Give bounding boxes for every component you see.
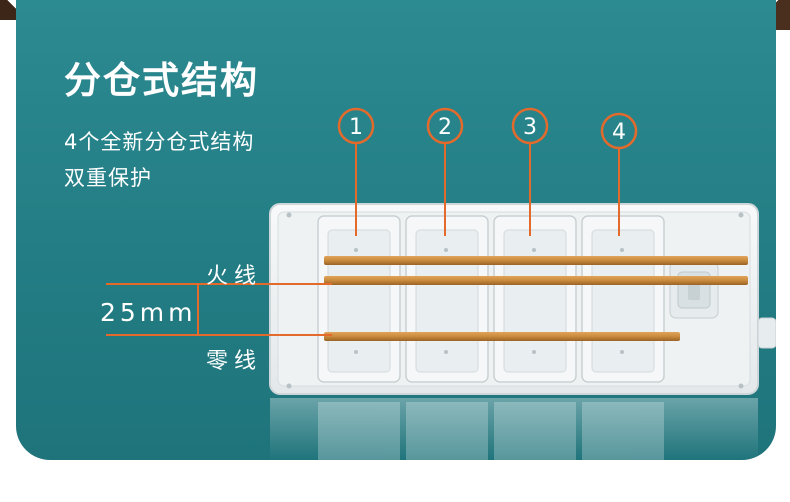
spacing-label: 25mm [100,298,197,327]
compartment-reflections [318,402,664,460]
strip-reflection [270,398,758,460]
feature-panel: 1 2 3 4 分仓式结构 4个全新分仓式结构 双重保护 火线 25mm 零线 [16,0,776,460]
headline: 分仓式结构 [64,59,259,102]
badge-2: 2 [426,107,464,145]
compartment-2 [405,215,489,383]
badge-1-number: 1 [349,115,363,140]
busbar-top [324,256,748,265]
neutral-wire-label: 零线 [206,349,263,374]
power-strip-illustration: 1 2 3 4 [106,107,776,460]
screw-holes [286,212,744,389]
subline-protection: 双重保护 [64,166,152,190]
measurement-lines [106,283,332,336]
busbar-live [324,276,748,285]
badge-4-number: 4 [612,120,626,145]
busbar-neutral [324,332,680,341]
power-cable [757,317,776,349]
badge-1: 1 [337,107,375,145]
live-wire-label: 火线 [206,264,263,289]
subline-structure: 4个全新分仓式结构 [64,130,255,154]
badge-4: 4 [600,112,638,150]
compartment-3 [493,215,577,383]
switch-module [669,261,719,319]
compartment-1 [317,215,401,383]
compartment-4 [581,215,665,383]
badge-2-number: 2 [438,115,452,140]
badge-3: 3 [511,107,549,145]
badge-3-number: 3 [523,115,537,140]
badge-leaders [355,144,620,236]
